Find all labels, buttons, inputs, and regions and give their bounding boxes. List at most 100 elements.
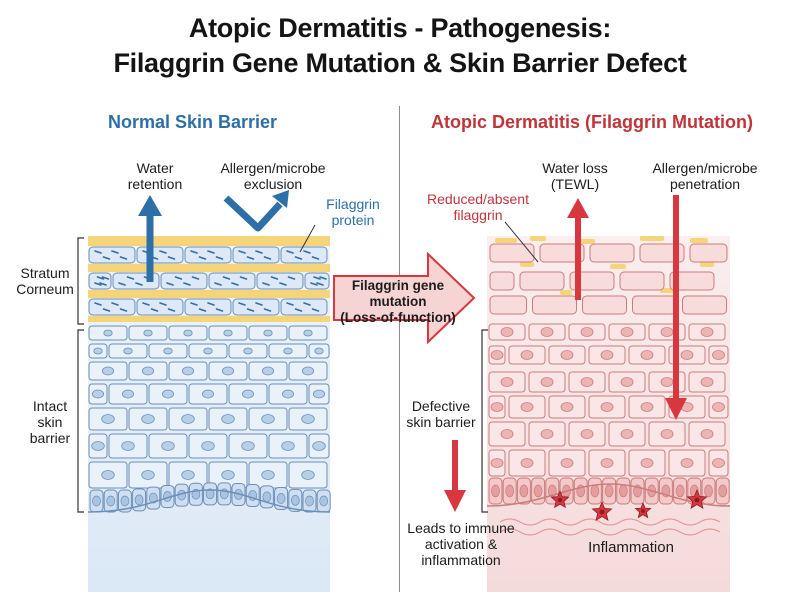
filaggrin-protein [126, 276, 135, 280]
corneocyte [539, 243, 585, 263]
inflammation-label: Inflammation [588, 539, 674, 556]
cell-nucleus [181, 366, 194, 376]
filaggrin-protein [231, 282, 239, 286]
lipid-layer [88, 236, 330, 246]
filaggrin-protein [238, 250, 246, 254]
filaggrin-protein [207, 250, 215, 254]
filaggrin-protein [94, 282, 102, 286]
cell-nucleus [600, 402, 614, 412]
cell-nucleus [491, 484, 500, 498]
corneocyte [582, 295, 627, 315]
corneocyte [669, 271, 715, 291]
corneocyte [489, 271, 515, 291]
cell-nucleus [303, 329, 313, 337]
filaggrin-protein [102, 256, 111, 260]
cell-nucleus [560, 402, 574, 412]
cell-nucleus [540, 327, 554, 337]
filaggrin-protein [286, 302, 294, 306]
cell-nucleus [560, 350, 574, 360]
cell-nucleus [91, 441, 105, 451]
cell-nucleus [580, 377, 594, 387]
lipid-layer [88, 290, 330, 298]
corneocyte [136, 298, 184, 316]
corneocyte [256, 272, 304, 290]
cell-nucleus [500, 327, 514, 337]
corneocyte [519, 271, 565, 291]
cell-nucleus [141, 470, 155, 480]
cell-nucleus [101, 414, 115, 424]
corneocyte [88, 272, 112, 290]
cell-nucleus [203, 347, 213, 355]
lipid-fragment [560, 290, 572, 295]
corneocyte [88, 298, 136, 316]
filaggrin-protein [316, 282, 324, 286]
ad-skin-cells [486, 236, 731, 536]
title-line-2: Filaggrin Gene Mutation & Skin Barrier D… [113, 48, 687, 78]
filaggrin-protein [94, 250, 102, 254]
cell-nucleus [640, 402, 654, 412]
cell-nucleus [680, 350, 694, 360]
panel-divider [399, 106, 400, 592]
reduced-filaggrin-pointer [504, 221, 539, 263]
cell-nucleus [604, 484, 614, 498]
lipid-layer [88, 316, 330, 322]
filaggrin-protein [167, 256, 176, 260]
corneocyte [532, 295, 577, 315]
filaggrin-protein [239, 276, 248, 280]
cell-nucleus [120, 495, 130, 507]
cell-nucleus [221, 366, 234, 376]
cell-nucleus [718, 484, 728, 498]
cell-nucleus [223, 329, 233, 337]
cell-nucleus [261, 470, 275, 480]
corneocyte [184, 246, 232, 264]
filaggrin-protein [246, 256, 255, 260]
filaggrin-protein [215, 308, 224, 312]
allergen-exclusion-arrow [223, 195, 283, 232]
filaggrin-protein [174, 276, 183, 280]
cell-nucleus [221, 414, 235, 424]
normal-heading: Normal Skin Barrier [108, 112, 278, 132]
lipid-fragment [700, 262, 714, 267]
cell-nucleus [122, 389, 135, 399]
cell-nucleus [161, 389, 174, 399]
filaggrin-protein [111, 250, 119, 254]
cell-nucleus [301, 414, 315, 424]
cell-nucleus [281, 441, 295, 451]
filaggrin-protein [101, 276, 110, 280]
cell-nucleus [201, 389, 214, 399]
immune-activation-arrowhead [444, 490, 466, 512]
filaggrin-protein [96, 276, 105, 280]
filaggrin-protein [255, 302, 263, 306]
filaggrin-protein [214, 282, 222, 286]
cell-nucleus [305, 495, 314, 507]
cell-nucleus [712, 350, 725, 360]
corneocyte [489, 243, 535, 263]
cell-nucleus [618, 484, 628, 498]
cell-nucleus [620, 377, 634, 387]
basement-membrane [87, 489, 331, 513]
cell-nucleus [221, 470, 235, 480]
allergen-penetration-arrowhead [665, 398, 687, 420]
filaggrin-protein [311, 256, 320, 260]
filaggrin-protein [310, 282, 318, 286]
corneocyte [619, 271, 665, 291]
cell-nucleus [314, 347, 324, 355]
inflammation-wave [499, 518, 721, 526]
cell-nucleus [540, 429, 554, 439]
cell-nucleus [161, 441, 175, 451]
cell-nucleus [620, 429, 634, 439]
immune-cell-nucleus [694, 497, 700, 503]
cell-nucleus [700, 377, 714, 387]
normal-skin-cells [87, 236, 331, 513]
ad-heading: Atopic Dermatitis (Filaggrin Mutation) [431, 112, 753, 132]
cell-nucleus [301, 470, 315, 480]
filaggrin-protein [191, 276, 200, 280]
water-loss-arrowhead [567, 198, 589, 218]
